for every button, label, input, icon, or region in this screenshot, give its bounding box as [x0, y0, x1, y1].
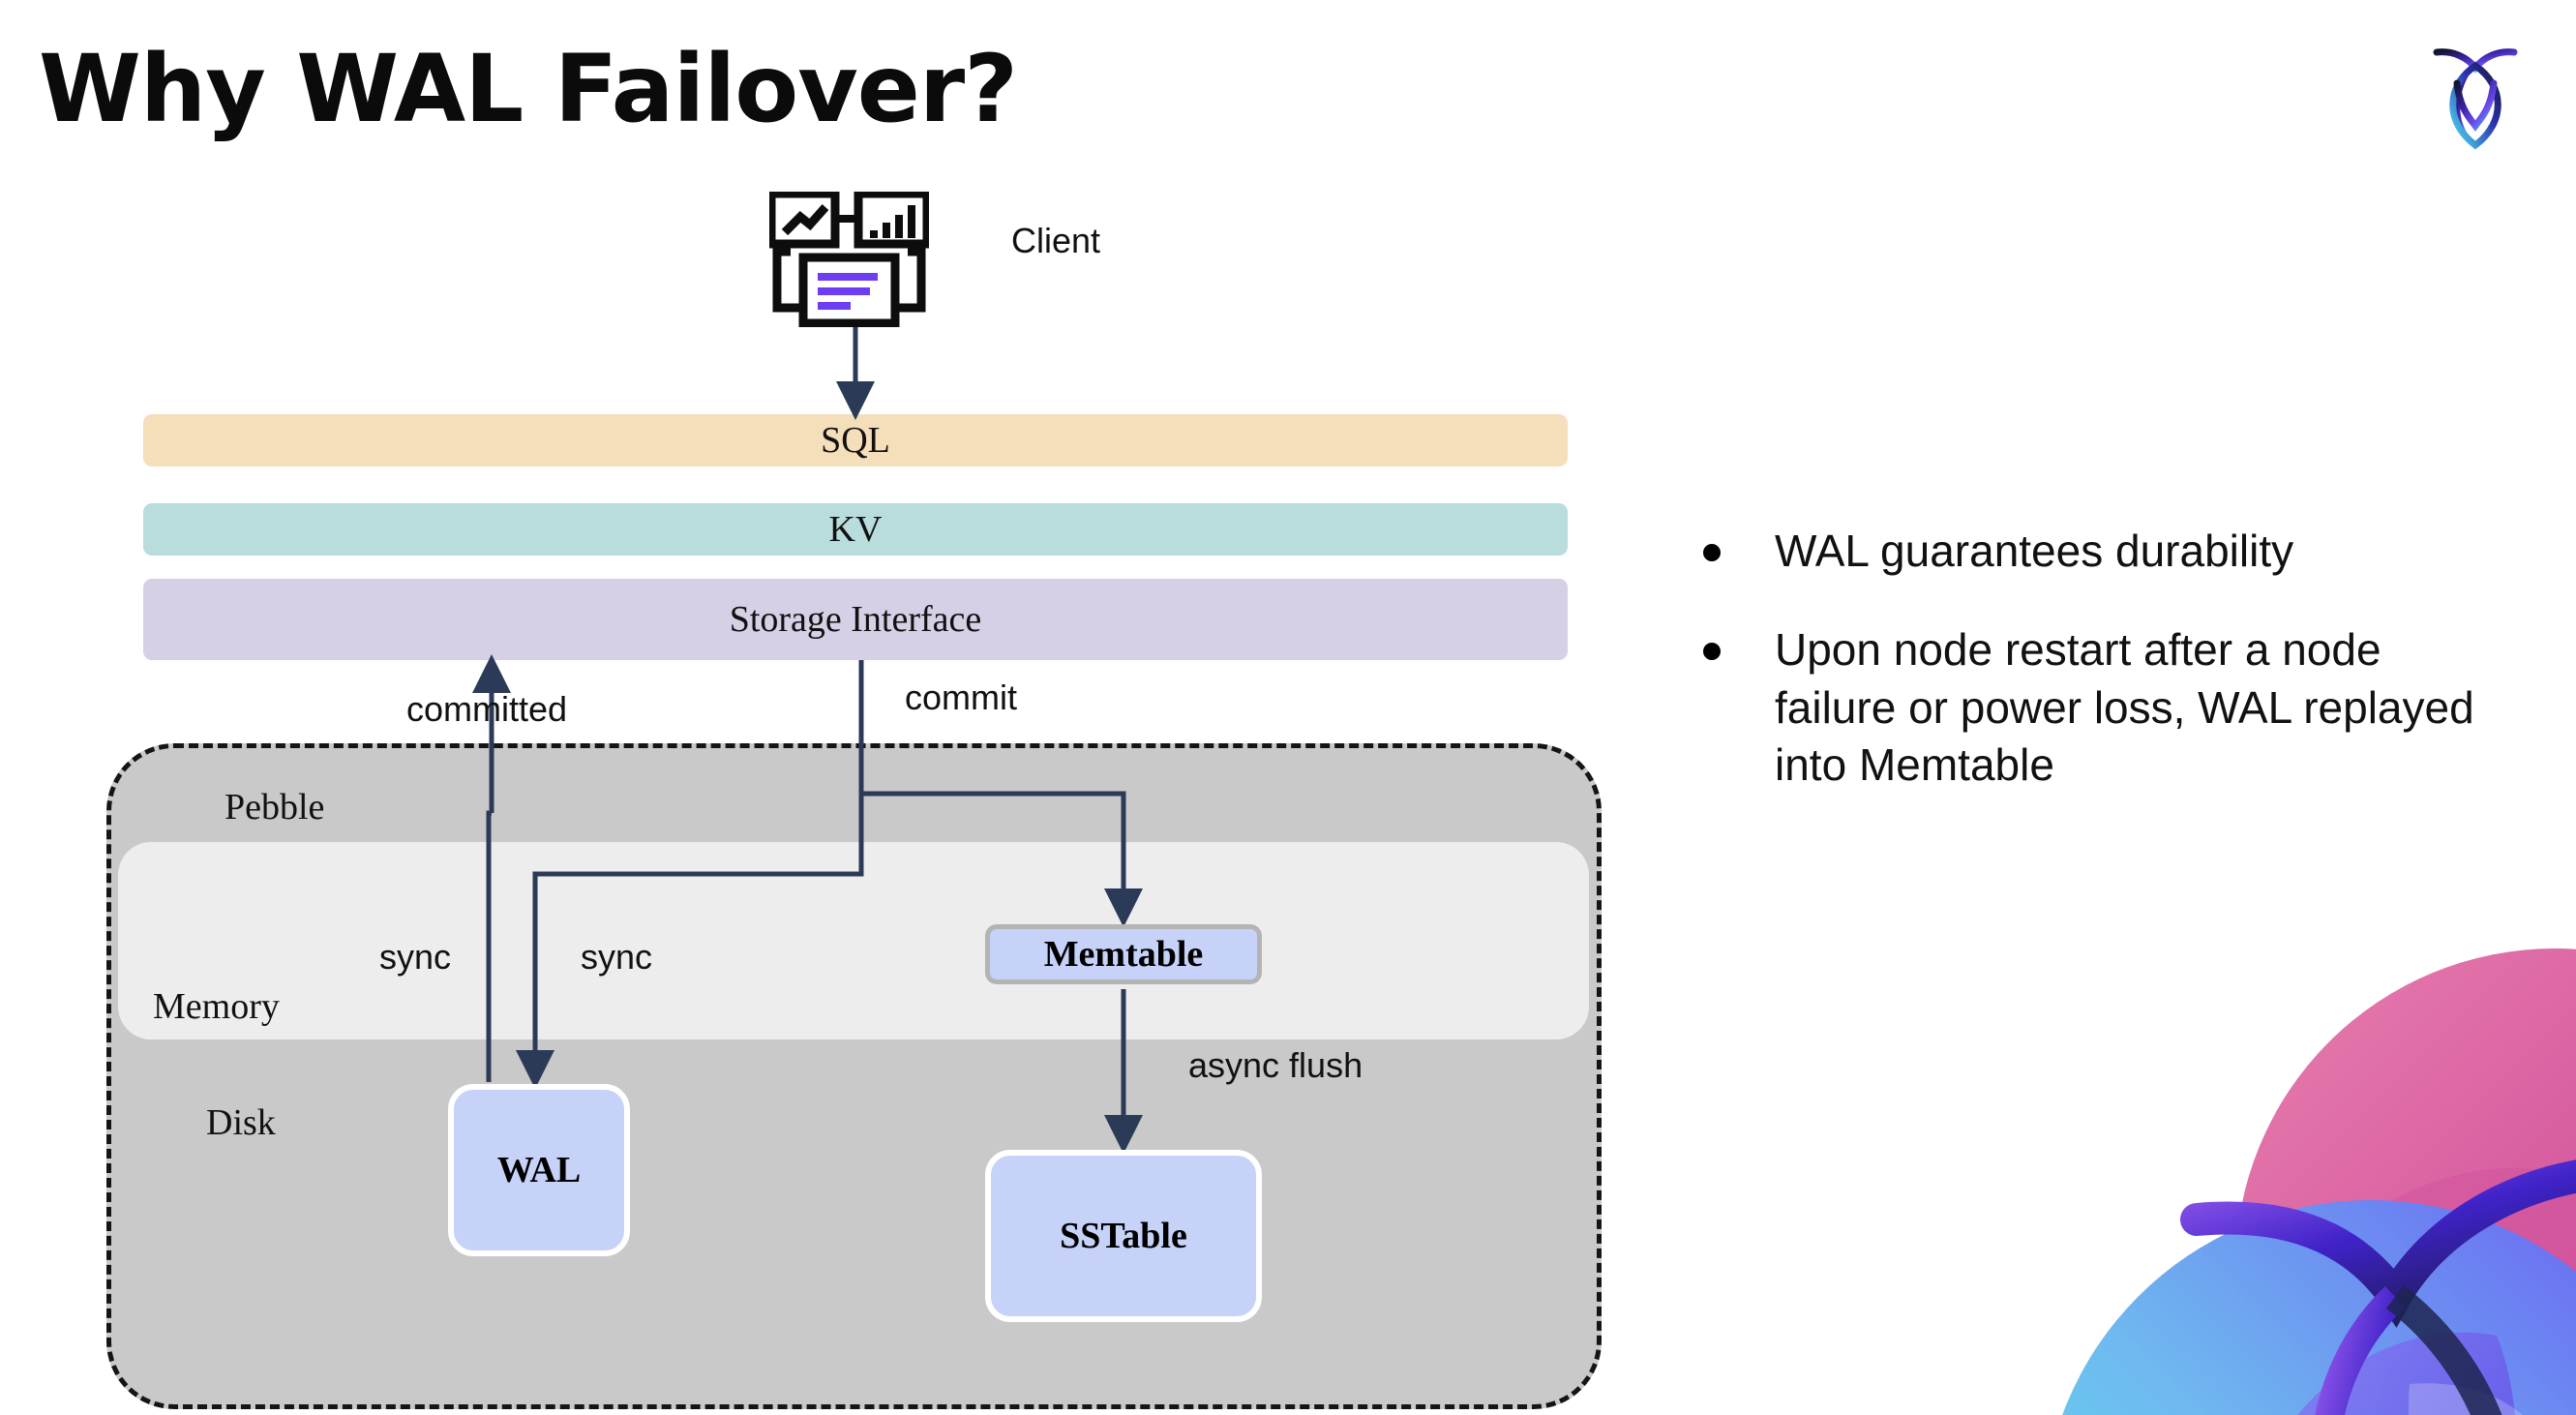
memory-label: Memory	[153, 986, 280, 1027]
node-sstable: SSTable	[985, 1150, 1262, 1322]
edge-label-commit: commit	[905, 677, 1017, 717]
pebble-label: Pebble	[225, 787, 325, 828]
edge-label-async-flush: async flush	[1188, 1045, 1363, 1085]
bullet-text: WAL guarantees durability	[1775, 526, 2294, 576]
list-item: Upon node restart after a node failure o…	[1703, 621, 2506, 795]
disk-label: Disk	[206, 1102, 276, 1143]
page-title: Why WAL Failover?	[39, 35, 1018, 143]
layer-bar-sql: SQL	[143, 414, 1568, 467]
bullet-text: Upon node restart after a node failure o…	[1775, 623, 2474, 791]
bullet-list: WAL guarantees durability Upon node rest…	[1703, 523, 2506, 835]
client-label: Client	[1011, 221, 1101, 260]
client-dashboard-icon	[766, 189, 932, 328]
bullet-dot-icon	[1703, 544, 1721, 561]
layer-bar-storage: Storage Interface	[143, 579, 1568, 660]
cockroach-labs-logo-icon	[2417, 29, 2533, 155]
layer-bar-kv: KV	[143, 503, 1568, 556]
decorative-logo-graphic	[1955, 929, 2576, 1415]
node-wal: WAL	[448, 1084, 630, 1256]
edge-label-sync-left: sync	[379, 937, 452, 977]
edge-label-sync-right: sync	[581, 937, 653, 977]
node-memtable: Memtable	[985, 924, 1262, 984]
bullet-dot-icon	[1703, 642, 1721, 660]
memory-region	[118, 842, 1589, 1039]
list-item: WAL guarantees durability	[1703, 523, 2506, 581]
edge-label-committed: committed	[406, 689, 568, 729]
